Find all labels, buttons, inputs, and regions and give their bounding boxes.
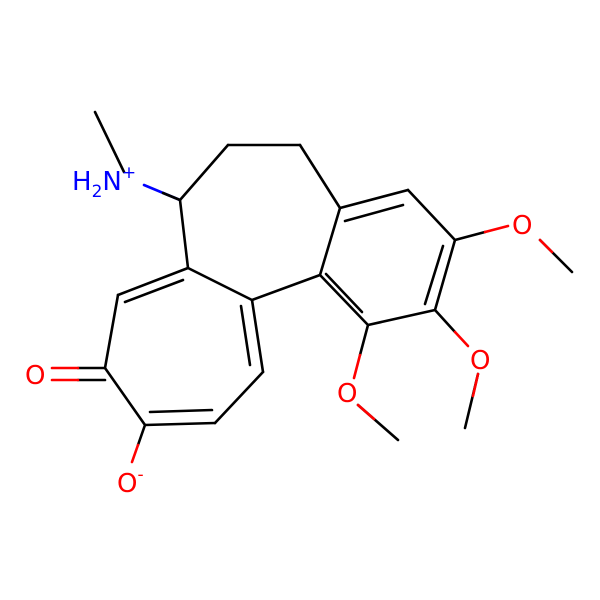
atom-label-methoxy-oxygen-2: O bbox=[470, 346, 490, 376]
atom-label-phenolate-oxygen: O- bbox=[117, 465, 144, 499]
bond-c12b-c12a bbox=[250, 273, 322, 302]
bond-c1-o bbox=[358, 323, 370, 357]
bond-c1-c12b-inner bbox=[324, 272, 364, 314]
bond-c3-o-red bbox=[483, 224, 510, 234]
bond-c3-o bbox=[453, 230, 487, 242]
bond-c4a-c4 bbox=[338, 188, 410, 210]
bond-c2-c1 bbox=[366, 308, 437, 327]
bond-c1-o-red bbox=[352, 353, 362, 380]
bond-c7a-c8-inner bbox=[123, 278, 185, 304]
bond-c10-o bbox=[136, 423, 147, 447]
bond-c4a-c4-inner bbox=[343, 203, 405, 223]
bond-c2-o-red bbox=[453, 330, 470, 348]
bond-c7-c6 bbox=[178, 143, 230, 202]
bond-c3-c2 bbox=[433, 238, 457, 312]
bond-c5-c4a bbox=[298, 143, 342, 210]
atom-label-methoxy-oxygen-1: O bbox=[337, 379, 357, 409]
bond-o2-me-red bbox=[471, 372, 480, 398]
bond-c12a-c7a bbox=[186, 266, 254, 302]
bond-c2-o bbox=[433, 308, 457, 334]
bond-c10-c11 bbox=[143, 421, 217, 427]
bond-c4a-c12b bbox=[318, 206, 342, 277]
bond-o3-me-red bbox=[538, 238, 554, 254]
bond-c7a-c7 bbox=[178, 198, 190, 270]
bond-c9-c10 bbox=[103, 366, 147, 427]
bond-c4-c3 bbox=[406, 188, 457, 242]
bond-c10-c11-inner bbox=[148, 408, 214, 414]
bond-c12-c12a bbox=[250, 298, 265, 374]
bond-c12-c12a-inner bbox=[239, 304, 252, 367]
bond-c11-c12 bbox=[213, 370, 265, 425]
bond-n-c7b bbox=[161, 191, 182, 202]
bond-c1-c12b bbox=[318, 273, 370, 327]
bond-c8-c9 bbox=[103, 293, 120, 370]
bond-n-methyl bbox=[93, 110, 126, 174]
bond-o1-me-red bbox=[356, 403, 376, 421]
bond-c3-c2-inner bbox=[423, 244, 445, 306]
atom-label-methoxy-oxygen-3: O bbox=[512, 211, 532, 241]
bond-c10-o-red bbox=[130, 443, 140, 464]
bond-c7a-c8 bbox=[116, 266, 190, 297]
atom-label-carbonyl-oxygen: O bbox=[25, 361, 45, 391]
atom-label-ammonium: H2N+ bbox=[72, 163, 136, 202]
